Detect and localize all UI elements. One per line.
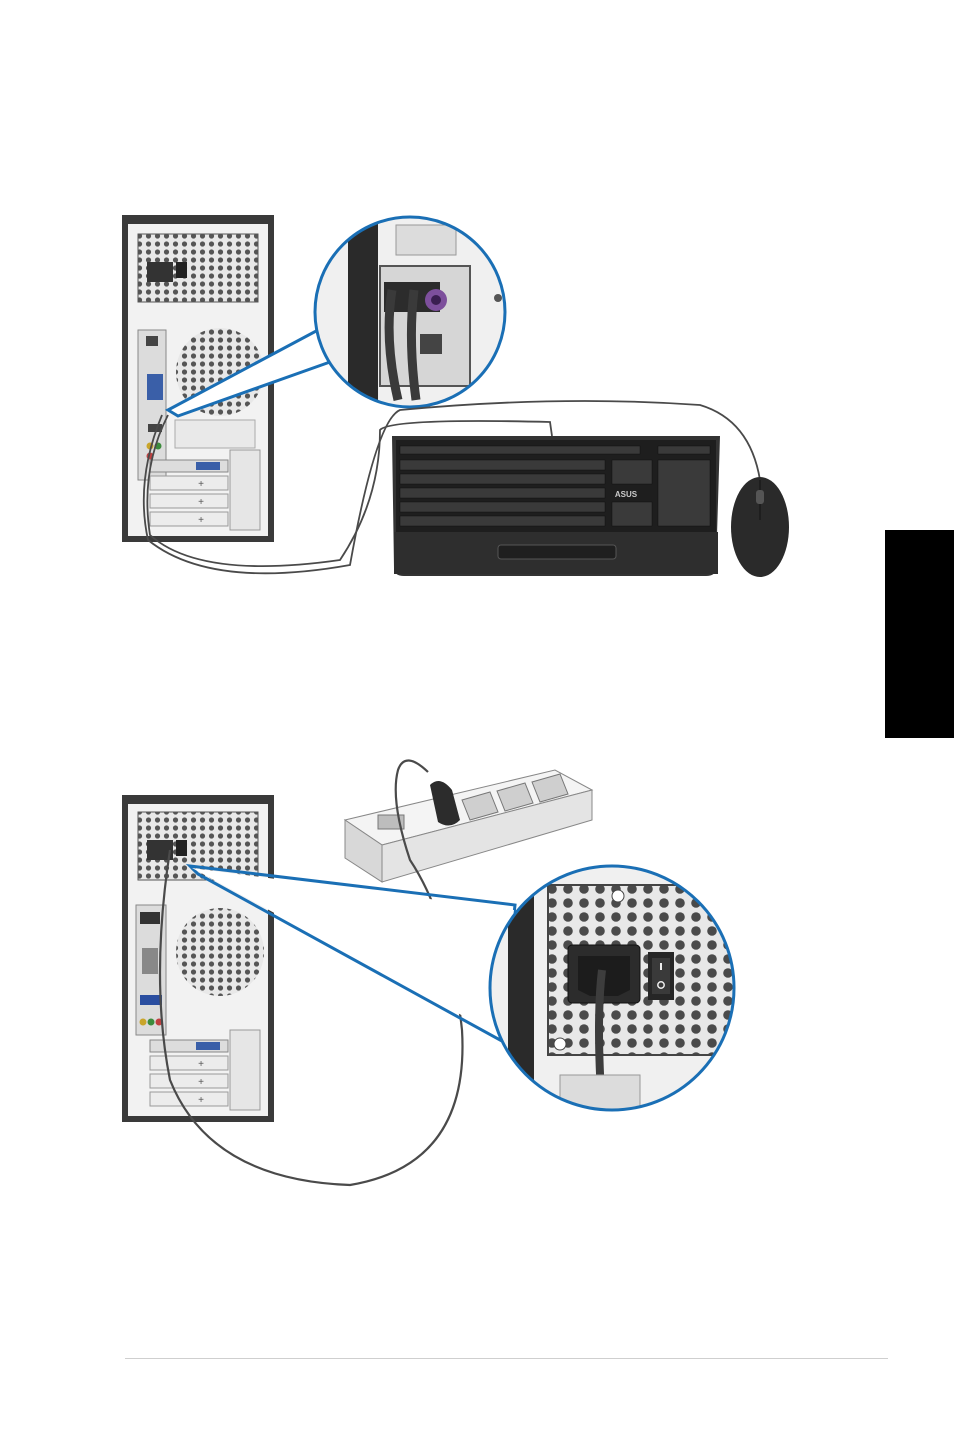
power-connection-illustration: + + + — [0, 745, 954, 1195]
keyboard-illustration: ASUS — [392, 436, 720, 576]
ps2-port-zoom-callout — [315, 217, 505, 407]
mouse-illustration — [731, 477, 789, 577]
brand-logo: ASUS — [615, 490, 638, 499]
power-inlet-icon — [147, 262, 173, 282]
svg-text:+: + — [198, 515, 204, 526]
chapter-side-tab — [885, 530, 954, 738]
svg-text:+: + — [198, 479, 204, 490]
power-strip-illustration — [345, 770, 592, 882]
keyboard-mouse-connection-illustration: + + + — [0, 205, 954, 600]
svg-text:+: + — [198, 1059, 204, 1070]
svg-text:+: + — [198, 1077, 204, 1088]
pc-tower-rear: + + + — [122, 795, 274, 1122]
power-inlet-zoom-callout — [490, 866, 734, 1115]
footer-divider — [125, 1358, 888, 1359]
svg-text:+: + — [198, 1095, 204, 1106]
svg-text:+: + — [198, 497, 204, 508]
